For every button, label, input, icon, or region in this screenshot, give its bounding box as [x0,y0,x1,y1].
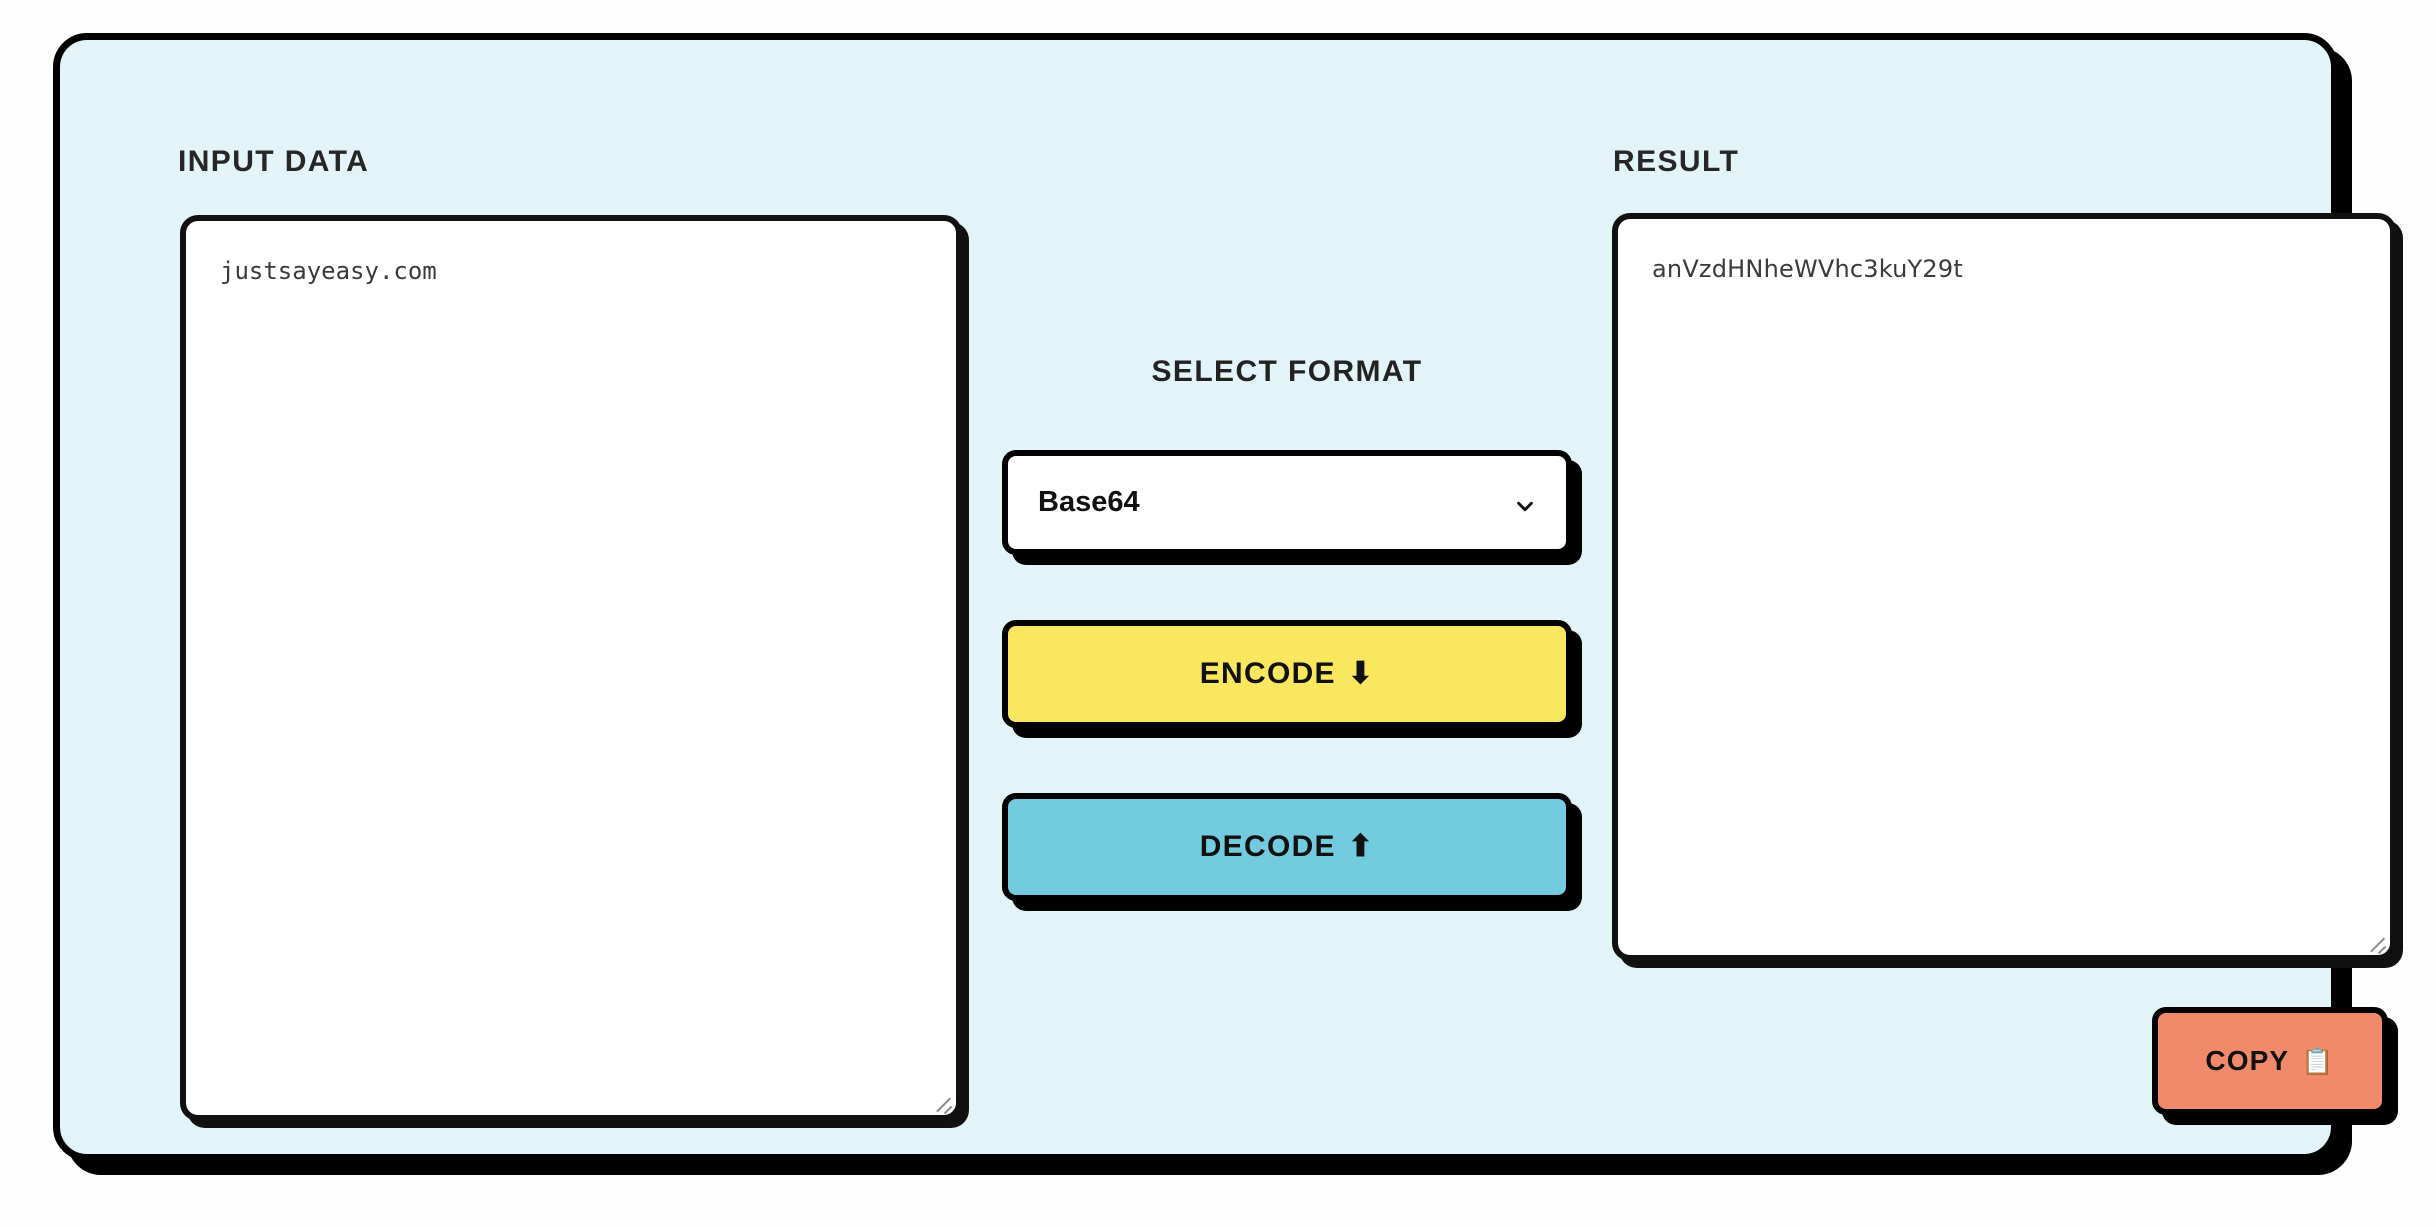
input-panel-title: INPUT DATA [178,145,370,178]
result-textarea-wrapper[interactable]: anVzdHNheWVhc3kuY29t [1612,213,2396,961]
arrow-up-icon: ⬆ [1347,830,1375,863]
encoder-decoder-card: INPUT DATA justsayeasy.com SELECT FORMAT… [53,33,2396,1161]
clipboard-icon: 📋 [2301,1046,2335,1076]
result-panel-title: RESULT [1613,145,1740,178]
chevron-down-icon [1514,492,1536,514]
encode-button[interactable]: ENCODE ⬇ [1002,620,1572,728]
encode-button-label: ENCODE [1199,657,1336,690]
select-format-label: SELECT FORMAT [1151,355,1423,388]
result-resize-handle[interactable] [2367,932,2387,952]
format-select[interactable]: Base64 [1002,450,1572,555]
copy-button[interactable]: COPY 📋 [2152,1007,2388,1115]
input-textarea-wrapper[interactable]: justsayeasy.com [180,215,962,1121]
result-textarea-value[interactable]: anVzdHNheWVhc3kuY29t [1652,255,1963,283]
arrow-down-icon: ⬇ [1347,657,1375,690]
format-select-value: Base64 [1038,486,1140,518]
decode-button-label: DECODE [1199,830,1336,863]
input-textarea-value[interactable]: justsayeasy.com [220,257,437,285]
copy-button-label: COPY [2205,1045,2290,1076]
decode-button[interactable]: DECODE ⬆ [1002,793,1572,901]
input-resize-handle[interactable] [933,1092,953,1112]
